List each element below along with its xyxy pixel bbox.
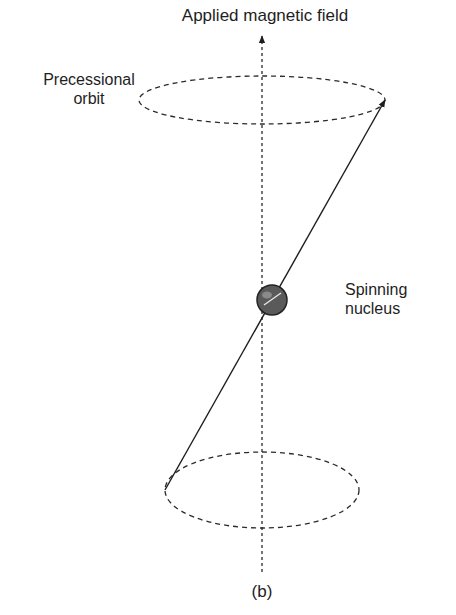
figure-caption: (b): [222, 582, 302, 602]
axis-label: Applied magnetic field: [150, 6, 380, 26]
nucleus-sphere: [257, 285, 287, 315]
orbit-label: Precessional orbit: [34, 70, 144, 108]
nucleus-mark: [264, 293, 281, 305]
nucleus-label: Spinning nucleus: [345, 280, 427, 318]
nucleus-highlight: [262, 292, 272, 299]
